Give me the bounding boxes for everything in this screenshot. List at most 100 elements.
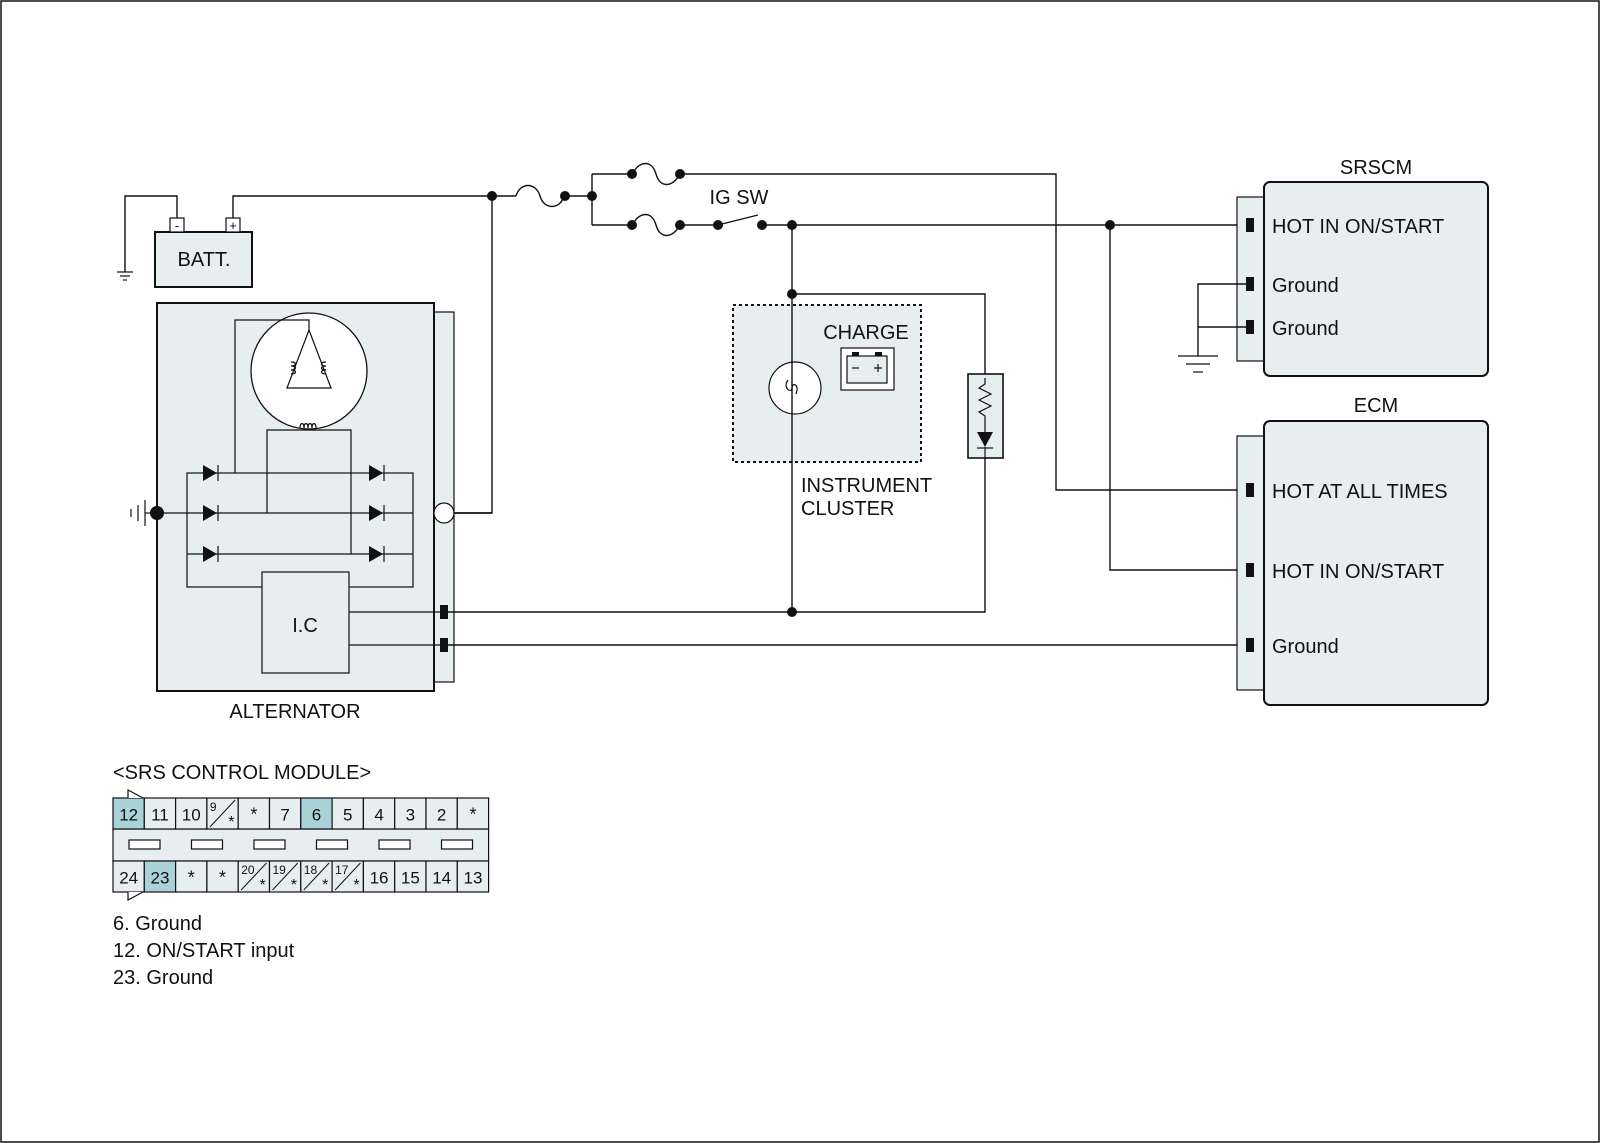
connector-pin: * xyxy=(456,797,490,830)
battery: - + BATT. xyxy=(154,217,253,288)
srscm-pin-ground-2: Ground xyxy=(1272,318,1339,340)
connector-pin-label: 11 xyxy=(151,806,169,825)
connector-pin-label: 2 xyxy=(437,806,446,825)
ecm-pin-ground: Ground xyxy=(1272,636,1339,658)
b-plus-terminal xyxy=(433,502,455,524)
connector-pin-label: 15 xyxy=(401,869,420,888)
stator-icon xyxy=(250,312,368,430)
pin-note-12: 12. ON/START input xyxy=(113,940,295,962)
connector-pin-label: * xyxy=(219,868,226,888)
connector-pin-label: 20 xyxy=(241,863,255,877)
connector-pin: 19* xyxy=(268,860,302,894)
alternator-ground-icon xyxy=(130,500,164,526)
charge-lamp-label: CHARGE xyxy=(823,322,909,344)
connector-pin: 4 xyxy=(362,797,396,830)
connector-pin: 20 * xyxy=(237,860,271,894)
connector-latch-band xyxy=(112,828,490,862)
srscm-module: HOT IN ON/START Ground Ground xyxy=(1236,181,1489,377)
ic-label: I.C xyxy=(292,615,318,637)
instrument-cluster: CHARGE xyxy=(732,304,922,463)
srscm-pin-hot-in-on-start: HOT IN ON/START xyxy=(1272,216,1444,238)
fuse-ig-icon xyxy=(631,213,681,237)
connector-pin: 12 xyxy=(112,797,145,830)
ecm-pin-hot-in-on-start: HOT IN ON/START xyxy=(1272,561,1444,583)
connector-pin: 7 xyxy=(268,797,302,830)
connector-pin: 23 xyxy=(143,860,177,893)
fuse-hot-at-all-times-icon xyxy=(631,162,681,186)
connector-pin: 18* xyxy=(300,860,333,894)
connector-pin: 16 xyxy=(362,860,396,893)
connector-pin-label: * xyxy=(353,877,359,894)
resistor-icon xyxy=(977,378,993,432)
connector-latch-slot xyxy=(190,839,224,850)
connector-pin: 15 xyxy=(394,860,427,893)
connector-pin-label: 14 xyxy=(432,869,451,888)
battery-minus-label: - xyxy=(175,218,179,233)
srscm-label: SRSCM xyxy=(1340,157,1412,179)
ignition-switch-icon xyxy=(713,214,767,230)
connector-latch-slot xyxy=(253,839,286,850)
main-fuse-icon xyxy=(515,184,565,208)
charge-warning-lamp xyxy=(768,361,822,415)
srscm-pin-ground-1: Ground xyxy=(1272,275,1339,297)
connector-pin-label: 12 xyxy=(119,806,138,825)
pin-note-6: 6. Ground xyxy=(113,913,202,935)
connector-pin: 3 xyxy=(394,797,427,830)
srscm-ground-icon xyxy=(1178,355,1218,373)
rectifier-diodes xyxy=(203,465,385,562)
connector-pin-label: 23 xyxy=(150,869,169,888)
ic-regulator xyxy=(261,571,350,674)
connector-pin-label: 5 xyxy=(343,806,352,825)
connector-pin-label: 4 xyxy=(374,806,383,825)
connector-pin-label: * xyxy=(250,805,257,825)
alternator-b-plus-wire xyxy=(451,196,493,514)
connector-pin-label: 13 xyxy=(463,869,482,888)
connector-pin-label: 7 xyxy=(280,806,289,825)
connector-pin: * xyxy=(175,860,208,893)
connector-latch-slot xyxy=(315,839,349,850)
connector-pin: 17 * xyxy=(331,860,365,894)
ig-switch-label: IG SW xyxy=(710,187,769,209)
battery-positive-wire xyxy=(232,195,493,218)
connector-pin-label: 16 xyxy=(370,869,389,888)
connector-key-tab xyxy=(127,789,144,799)
alternator-connector xyxy=(433,311,455,683)
connector-pin: 5 xyxy=(331,797,365,830)
connector-pin-label: * xyxy=(228,814,234,831)
connector-pin: * xyxy=(206,860,239,893)
connector-pin-label: 6 xyxy=(312,806,321,825)
battery-label: BATT. xyxy=(178,249,231,271)
connector-pin-label: * xyxy=(469,805,476,825)
connector-pin-label: 19 xyxy=(273,863,287,877)
ecm-ignition-wire xyxy=(1109,225,1242,571)
connector-pin: * xyxy=(237,797,271,830)
battery-icon xyxy=(840,347,895,391)
resistor-diode-module xyxy=(967,373,1004,459)
connector-pin: 10 xyxy=(175,797,208,830)
connector-latch-slot xyxy=(128,839,161,850)
instrument-cluster-label-line2: CLUSTER xyxy=(801,498,894,520)
connector-key-tab xyxy=(127,891,144,901)
alternator: I.C xyxy=(156,302,455,692)
connector-title: <SRS CONTROL MODULE> xyxy=(113,762,371,784)
battery-plus-label: + xyxy=(229,218,237,233)
connector-pin: 2 xyxy=(425,797,458,830)
connector-pin: 24 xyxy=(112,860,145,893)
connector-pin-label: 17 xyxy=(335,863,349,877)
hot-at-all-times-wire xyxy=(680,173,1242,491)
connector-pin-label: 10 xyxy=(182,806,201,825)
connector-pin-label: * xyxy=(260,877,266,894)
connector-pin-label: 9 xyxy=(210,800,217,814)
connector-pin: 9* xyxy=(206,797,239,831)
connector-pin-label: 3 xyxy=(406,806,415,825)
alternator-label: ALTERNATOR xyxy=(229,701,360,723)
ecm-module: HOT AT ALL TIMES HOT IN ON/START Ground xyxy=(1236,420,1489,706)
connector-pin: 13 xyxy=(456,860,490,893)
instrument-cluster-label-line1: INSTRUMENT xyxy=(801,475,932,497)
battery-ground-wire xyxy=(124,195,178,272)
connector-pin-label: * xyxy=(188,868,195,888)
